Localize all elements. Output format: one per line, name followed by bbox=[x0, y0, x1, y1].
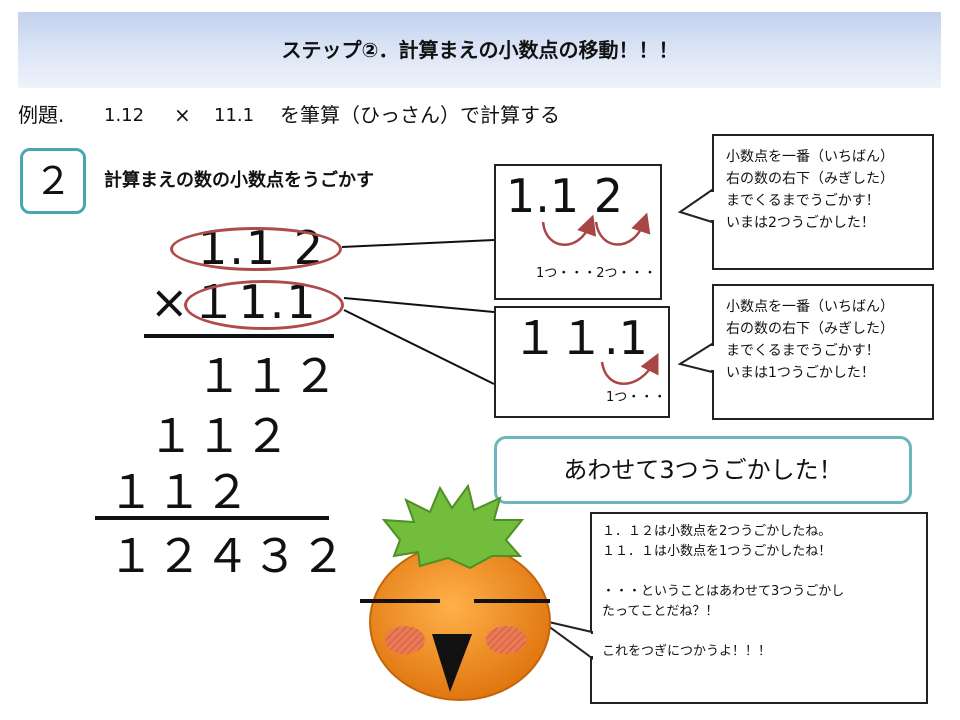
highlight-ring-multiplier bbox=[184, 280, 344, 330]
highlight-ring-multiplicand bbox=[170, 227, 342, 271]
summary-box: あわせて3つうごかした！ bbox=[494, 436, 912, 504]
speech-line: たってことだね？！ bbox=[602, 604, 719, 619]
calc-partial-product-2: １１２ bbox=[148, 409, 292, 463]
example-operator: × bbox=[174, 103, 191, 127]
callout-line: 右の数の右下（みぎした） bbox=[726, 321, 894, 337]
speech-line: これをつぎにつかうよ！！！ bbox=[602, 644, 772, 659]
example-number-2: 11.1 bbox=[214, 105, 255, 126]
speech-line: ・・・ということはあわせて3つうごかし bbox=[602, 584, 845, 599]
step-number-badge: ２ bbox=[20, 148, 86, 214]
callout-line: いまは1つうごかした！ bbox=[726, 365, 875, 381]
callout-pointers bbox=[539, 188, 714, 660]
step-caption: 計算まえの数の小数点をうごかす bbox=[104, 170, 374, 191]
callout-line: 小数点を一番（いちばん） bbox=[726, 299, 894, 315]
zoom-box-multiplicand: 1.1 2 1つ・・・2つ・・・ bbox=[494, 164, 662, 300]
speech-line: １．１２は小数点を2つうごかしたね。 bbox=[602, 524, 832, 539]
calc-divider-line bbox=[144, 334, 334, 338]
speech-line: １１．１は小数点を1つうごかしたね！ bbox=[602, 544, 832, 559]
zoom-number: １１.1 bbox=[512, 311, 648, 365]
connector-lines bbox=[341, 239, 495, 385]
zoom-move-count: 1つ・・・2つ・・・ bbox=[536, 266, 657, 281]
page-title: ステップ②．計算まえの小数点の移動！！！ bbox=[281, 38, 679, 62]
calc-result-line bbox=[95, 516, 329, 520]
callout-line: いまは2つうごかした！ bbox=[726, 215, 875, 231]
calc-partial-product-3: １１２ bbox=[108, 465, 252, 519]
example-description: を筆算（ひっさん）で計算する bbox=[280, 103, 560, 127]
calc-partial-product-1: １１２ bbox=[196, 349, 340, 403]
callout-line: 右の数の右下（みぎした） bbox=[726, 171, 894, 187]
callout-multiplicand: 小数点を一番（いちばん） 右の数の右下（みぎした） までくるまでうごかす！ いま… bbox=[712, 134, 934, 270]
example-label: 例題. bbox=[18, 103, 65, 127]
decimal-move-arrows bbox=[541, 212, 659, 385]
character-speech-bubble: １．１２は小数点を2つうごかしたね。 １１．１は小数点を1つうごかしたね！ ・・… bbox=[590, 512, 928, 704]
callout-line: 小数点を一番（いちばん） bbox=[726, 149, 894, 165]
calc-result: １２４３２ bbox=[108, 529, 348, 583]
zoom-move-count: 1つ・・・ bbox=[606, 390, 667, 405]
zoom-number: 1.1 2 bbox=[506, 169, 624, 223]
callout-line: までくるまでうごかす！ bbox=[726, 343, 880, 359]
title-banner bbox=[18, 12, 941, 88]
orange-character bbox=[360, 483, 551, 701]
example-number-1: 1.12 bbox=[104, 105, 145, 126]
callout-line: までくるまでうごかす！ bbox=[726, 193, 880, 209]
